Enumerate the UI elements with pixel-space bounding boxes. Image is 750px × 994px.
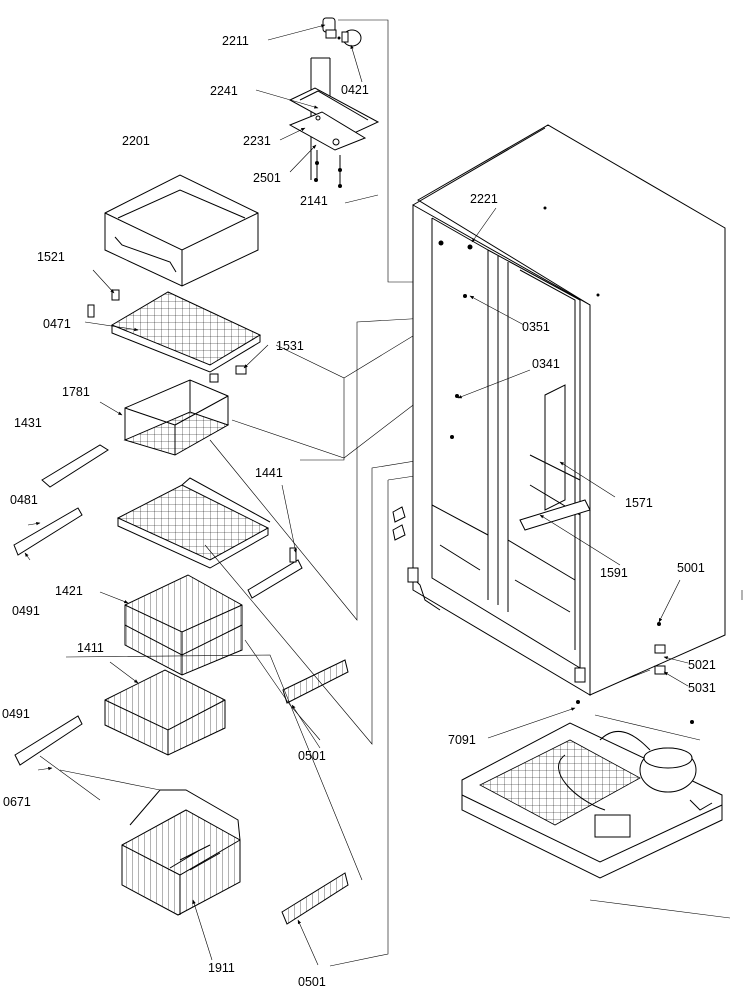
label-0481: 0481 bbox=[10, 493, 38, 507]
wire-shelf-0471 bbox=[87, 289, 262, 383]
label-0491a: 0491 bbox=[12, 604, 40, 618]
label-1411: 1411 bbox=[77, 641, 104, 655]
label-0501b: 0501 bbox=[298, 975, 326, 989]
refrigerator-cabinet bbox=[407, 124, 726, 696]
label-1531: 1531 bbox=[276, 339, 304, 353]
label-1421: 1421 bbox=[55, 584, 83, 598]
label-1431: 1431 bbox=[14, 416, 42, 430]
label-1911: 1911 bbox=[208, 961, 235, 975]
label-0351: 0351 bbox=[522, 320, 550, 334]
label-0491b: 0491 bbox=[2, 707, 30, 721]
basket-front-0501b bbox=[281, 872, 349, 925]
label-7091: 7091 bbox=[448, 733, 476, 747]
compressor-assembly-7091 bbox=[461, 700, 723, 879]
label-2141: 2141 bbox=[300, 194, 328, 208]
drawer-shelf-0481 bbox=[116, 477, 271, 569]
part-labels: 2211 0421 2241 2231 2501 2141 2201 2221 … bbox=[2, 34, 716, 989]
lower-slides bbox=[14, 715, 83, 766]
label-2201: 2201 bbox=[122, 134, 150, 148]
label-1521: 1521 bbox=[37, 250, 65, 264]
label-1441: 1441 bbox=[255, 466, 283, 480]
label-1781: 1781 bbox=[62, 385, 90, 399]
freezer-pan-2201 bbox=[104, 174, 259, 287]
control-housing-assembly bbox=[288, 57, 380, 188]
label-0501a: 0501 bbox=[298, 749, 326, 763]
label-5031: 5031 bbox=[688, 681, 716, 695]
callout-arrows bbox=[24, 24, 689, 966]
label-1591: 1591 bbox=[600, 566, 628, 580]
label-0421: 0421 bbox=[341, 83, 369, 97]
label-2221: 2221 bbox=[470, 192, 498, 206]
basket-1911 bbox=[121, 789, 241, 916]
label-2211: 2211 bbox=[222, 34, 249, 48]
label-5021: 5021 bbox=[688, 658, 716, 672]
basket-front-0501a bbox=[282, 659, 349, 704]
wire-rack-1781 bbox=[123, 379, 230, 456]
label-2231: 2231 bbox=[243, 134, 271, 148]
label-2501: 2501 bbox=[253, 171, 281, 185]
label-2241: 2241 bbox=[210, 84, 238, 98]
hinge-hardware bbox=[392, 506, 666, 675]
light-socket-assembly bbox=[322, 17, 362, 47]
label-0341: 0341 bbox=[532, 357, 560, 371]
label-1571: 1571 bbox=[625, 496, 653, 510]
basket-1421 bbox=[124, 574, 243, 676]
label-0671: 0671 bbox=[3, 795, 31, 809]
label-5001: 5001 bbox=[677, 561, 705, 575]
basket-1411 bbox=[104, 669, 226, 756]
label-0471: 0471 bbox=[43, 317, 71, 331]
shelf-slides bbox=[13, 444, 303, 599]
